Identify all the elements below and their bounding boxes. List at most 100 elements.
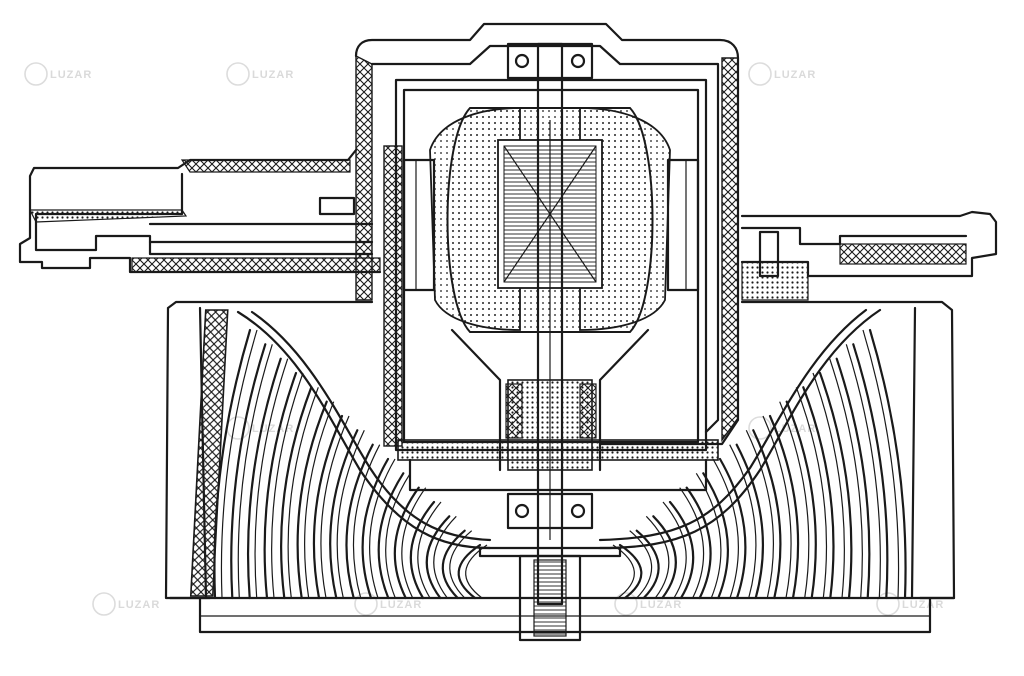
fan-blade-right-edge bbox=[795, 387, 828, 599]
connector-right-seal bbox=[741, 261, 809, 301]
watermark-logo: LUZAR bbox=[226, 62, 293, 86]
fan-blade-right bbox=[652, 515, 677, 600]
housing-top-cap bbox=[354, 22, 740, 446]
fan-blade-left bbox=[457, 543, 482, 600]
fan-blade-left bbox=[377, 472, 405, 600]
fan-blade-right-edge bbox=[662, 501, 687, 599]
watermark-logo: LUZAR bbox=[354, 592, 422, 616]
motor-bottom-flange bbox=[408, 458, 708, 492]
fan-blade-right-edge bbox=[862, 329, 900, 599]
hub-knurl bbox=[533, 559, 567, 637]
fan-blade-left-edge bbox=[287, 387, 319, 599]
fan-blade-right-edge bbox=[762, 415, 792, 599]
bottom-bearing-ball-right bbox=[570, 503, 586, 519]
top-bearing bbox=[506, 42, 594, 80]
fan-blade-left-edge bbox=[304, 401, 335, 599]
fan-blade-right bbox=[635, 529, 660, 600]
fan-blade-right bbox=[752, 429, 782, 600]
fan-blade-right bbox=[618, 543, 643, 600]
watermark-text: LUZAR bbox=[118, 599, 160, 611]
fan-blade-right bbox=[768, 414, 800, 600]
connector-left-sleeve bbox=[148, 222, 374, 244]
fan-blade-left-edge bbox=[254, 358, 289, 599]
fan-blade-right-edge bbox=[695, 472, 722, 599]
impeller-left-hatched-ring bbox=[189, 309, 229, 597]
watermark-text: LUZAR bbox=[774, 69, 816, 81]
fan-blade-left bbox=[263, 371, 298, 600]
motor-can-left-wall-hatch bbox=[383, 145, 403, 447]
impeller-hub-shroud-left bbox=[236, 310, 492, 550]
fan-blade-left bbox=[441, 529, 466, 600]
fan-blade-left bbox=[213, 328, 252, 600]
fan-blades bbox=[213, 328, 907, 600]
fan-blade-left bbox=[393, 486, 420, 600]
fan-blade-right bbox=[718, 457, 747, 600]
fan-blade-right bbox=[802, 386, 835, 600]
bottom-bearing bbox=[506, 492, 594, 530]
impeller-hub-shroud-right bbox=[598, 308, 882, 550]
connector-right-inner bbox=[740, 226, 968, 246]
fan-blade-left bbox=[425, 515, 451, 600]
impeller-hub-shroud-left-inner bbox=[250, 310, 492, 542]
fan-blade-right bbox=[868, 328, 907, 600]
top-bearing-ball-left bbox=[514, 53, 530, 69]
fan-blade-right-edge bbox=[845, 344, 881, 599]
impeller-hub-shroud-right-inner bbox=[598, 308, 868, 542]
stator-left-pole bbox=[402, 158, 436, 292]
connector-left-tab bbox=[318, 196, 356, 216]
fan-blade-right bbox=[835, 357, 871, 600]
commutator-cone bbox=[450, 328, 650, 472]
watermark-logo: LUZAR bbox=[876, 592, 943, 616]
fan-blade-right-edge bbox=[829, 358, 863, 599]
housing-top-cap-inner bbox=[370, 44, 720, 434]
watermark-logo: LUZAR bbox=[92, 592, 160, 616]
fan-blade-left-edge bbox=[336, 430, 365, 599]
fan-blade-right-edge bbox=[779, 401, 810, 599]
fan-blade-left-edge bbox=[449, 530, 473, 599]
watermark-text: LUZAR bbox=[50, 69, 92, 81]
watermark-logo: LUZAR bbox=[614, 592, 681, 616]
fan-blade-right bbox=[818, 371, 853, 600]
watermark-text: LUZAR bbox=[252, 423, 294, 435]
top-bearing-ball-right bbox=[570, 53, 586, 69]
fan-blade-right-edge bbox=[712, 458, 739, 599]
fan-blade-left-edge bbox=[220, 329, 258, 599]
housing-left-flange-hatch bbox=[355, 54, 373, 301]
shaft-assembly bbox=[478, 42, 622, 642]
connector-left-top-hatch bbox=[180, 159, 351, 173]
fan-blade-left-edge bbox=[369, 458, 396, 599]
fan-blade-right bbox=[685, 486, 712, 600]
fan-blade-left bbox=[312, 414, 344, 600]
watermark-logo: LUZAR bbox=[748, 62, 816, 86]
fan-blade-right bbox=[852, 343, 889, 600]
fan-blade-right-edge bbox=[679, 487, 705, 599]
fan-blade-left bbox=[280, 386, 313, 600]
connector-right-terminal-hatch bbox=[839, 243, 967, 265]
connector-left bbox=[18, 148, 382, 274]
fan-blade-right bbox=[735, 443, 764, 600]
connector-left-bottom-hatch bbox=[131, 257, 381, 273]
brush-right bbox=[579, 383, 597, 439]
brush-left bbox=[505, 383, 523, 439]
fan-blade-left bbox=[345, 443, 374, 600]
fan-blade-right bbox=[668, 500, 695, 600]
fan-blade-left bbox=[296, 400, 328, 600]
fan-blade-left-edge bbox=[433, 515, 457, 599]
fan-blade-right-edge bbox=[745, 430, 774, 599]
watermark-text: LUZAR bbox=[380, 599, 422, 611]
fan-blade-left-edge bbox=[237, 344, 273, 599]
fan-blade-right bbox=[785, 400, 817, 600]
fan-blade-left-edge bbox=[320, 415, 350, 599]
fan-blade-left-edge bbox=[352, 444, 381, 599]
fan-blade-right-edge bbox=[812, 372, 845, 599]
fan-blade-right-edge bbox=[729, 444, 757, 599]
fan-blade-left bbox=[230, 343, 267, 600]
bottom-bearing-ball-left bbox=[514, 503, 530, 519]
watermark-logo: LUZAR bbox=[24, 62, 92, 86]
fan-blade-left-edge bbox=[385, 472, 411, 599]
fan-blade-left bbox=[409, 500, 436, 600]
fan-blade-left-edge bbox=[401, 487, 427, 599]
fan-blade-right-edge bbox=[645, 515, 670, 599]
fan-blade-left bbox=[246, 357, 282, 600]
